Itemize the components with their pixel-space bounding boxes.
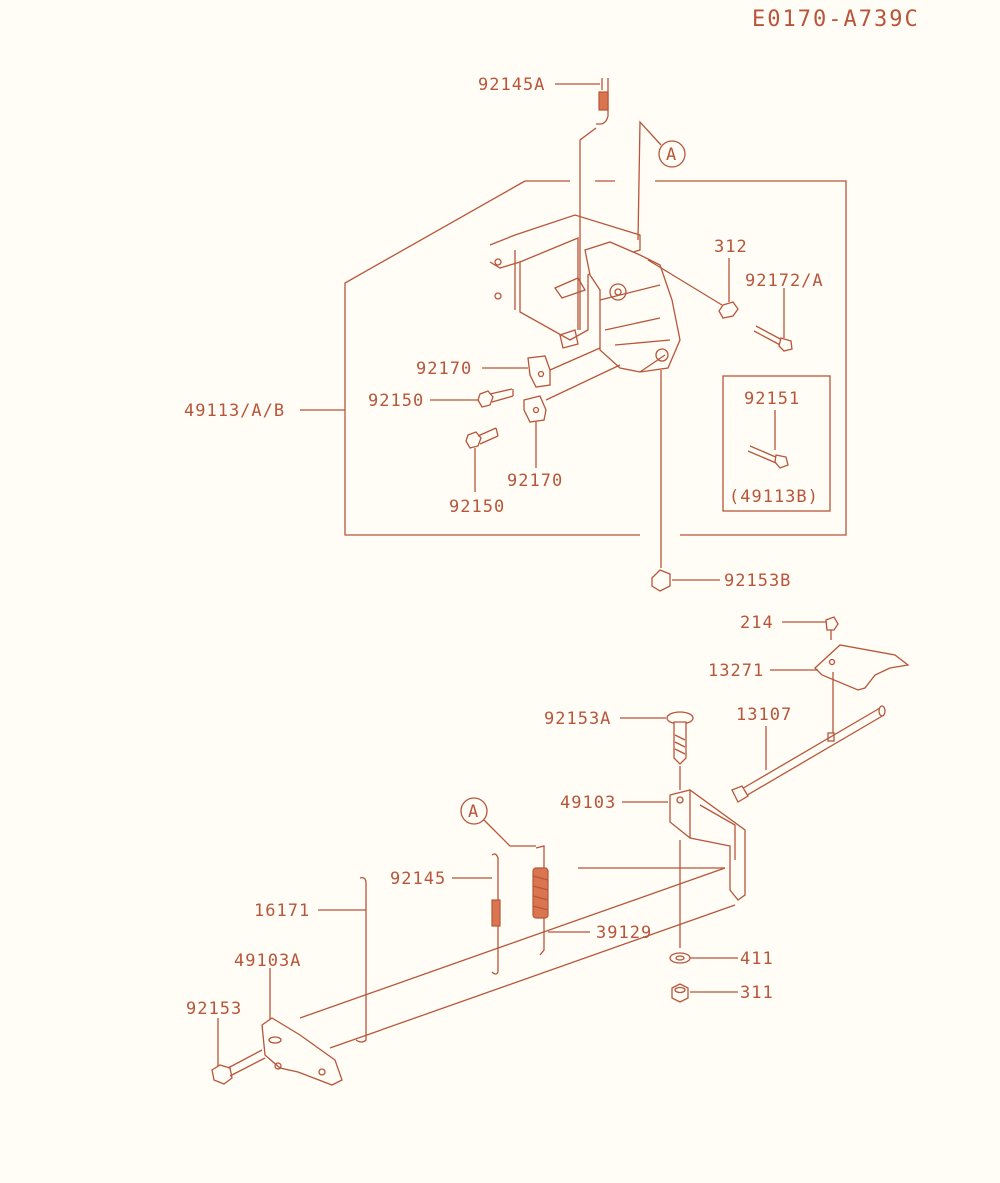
nut-311-part [671,983,738,1003]
label-92153A: 92153A [544,709,611,729]
label-92170-upper: 92170 [416,359,472,379]
bracket-49103-part [622,789,746,901]
label-16171: 16171 [254,901,310,921]
label-92170-lower: 92170 [507,471,563,491]
bolt-92172A-part [753,288,793,352]
label-92153B: 92153B [724,571,791,591]
screw-214-part [782,616,839,640]
label-92145A: 92145A [478,75,545,95]
bolt-92153A-part [620,711,694,790]
label-92153: 92153 [186,999,242,1019]
callout-a-upper: A [637,120,686,241]
label-312: 312 [714,237,748,257]
label-92150-upper: 92150 [368,391,424,411]
label-92172A: 92172/A [745,271,824,291]
shaft-13107-part [731,672,886,803]
label-13107: 13107 [736,705,792,725]
bolt-92151-box [722,375,831,512]
label-92151: 92151 [744,389,800,409]
bolt-92153-part [211,1018,266,1085]
bolt-92150-upper-part [430,388,514,408]
label-311: 311 [740,983,774,1003]
svg-text:A: A [666,145,677,165]
plate-49103A-part [261,968,343,1086]
washer-411-part [669,952,738,964]
spring-92145A-part [555,78,609,330]
label-49103: 49103 [560,793,616,813]
bolt-92153B-part [651,370,720,592]
clip-92170-lower-part [523,364,621,468]
spring-39129-part [532,845,590,956]
label-92145: 92145 [390,869,446,889]
nut-312-part [647,258,739,319]
label-92150-lower: 92150 [449,497,505,517]
label-49103A: 49103A [234,951,301,971]
label-13271: 13271 [708,661,764,681]
bolt-92150-lower-part [465,427,499,492]
label-49113AB: 49113/A/B [184,401,285,421]
clip-92170-upper-part [482,347,601,388]
label-49113B: (49113B) [729,487,819,507]
rod-assembly-lines [299,840,736,1049]
svg-text:A: A [468,802,479,822]
control-bracket-part [489,214,681,373]
callout-a-lower: A [460,797,536,847]
plate-13271-part [770,644,910,691]
label-214: 214 [740,613,774,633]
diagram-reference: E0170-A739C [752,7,920,32]
spring-92145-part [452,853,501,975]
rod-16171-part [318,876,367,1043]
label-39129: 39129 [596,923,652,943]
label-411: 411 [740,949,774,969]
assembly-frame-49113 [344,180,847,536]
